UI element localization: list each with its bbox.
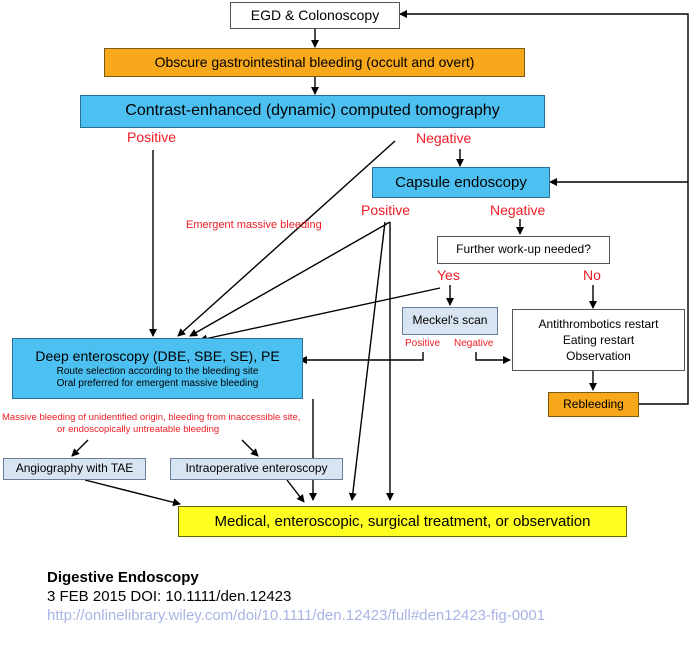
ct-box: Contrast-enhanced (dynamic) computed tom…: [80, 95, 545, 128]
flowchart: EGD & Colonoscopy Obscure gastrointestin…: [2, 2, 689, 537]
egd-colonoscopy-text: EGD & Colonoscopy: [250, 7, 380, 24]
meckel-positive-label: Positive: [405, 338, 441, 349]
meckel-scan-box: Meckel's scan: [402, 307, 498, 335]
intraoperative-text: Intraoperative enteroscopy: [185, 461, 328, 476]
connector-arrows: [71, 10, 689, 507]
egd-colonoscopy-box: EGD & Colonoscopy: [230, 2, 400, 29]
arrow-emergent-to-deep: [177, 140, 396, 337]
capsule-endoscopy-text: Capsule endoscopy: [395, 173, 527, 191]
citation-link[interactable]: http://onlinelibrary.wiley.com/doi/10.11…: [47, 607, 546, 624]
capsule-positive-label: Positive: [361, 202, 411, 218]
treatment-text: Medical, enteroscopic, surgical treatmen…: [214, 512, 591, 530]
arrow-angiography-to-treatment: [84, 479, 181, 507]
emergent-massive-label: Emergent massive bleeding: [186, 219, 322, 231]
meckel-scan-text: Meckel's scan: [412, 313, 488, 328]
deep-enteroscopy-oral: Oral preferred for emergent massive blee…: [56, 377, 259, 389]
rebleeding-box: Rebleeding: [548, 392, 639, 417]
arrow-intraop-to-treatment: [286, 479, 305, 503]
arrow-capsule-positive-to-treatment-1: [348, 221, 386, 501]
meckel-negative-label: Negative: [454, 338, 494, 349]
citation: Digestive Endoscopy 3 FEB 2015 DOI: 10.1…: [47, 568, 545, 625]
antithrombotics-box: Antithrombotics restart Eating restart O…: [512, 309, 685, 371]
deep-enteroscopy-route: Route selection according to the bleedin…: [56, 366, 259, 378]
arrow-deep-to-angiography: [71, 439, 89, 457]
rebleeding-text: Rebleeding: [563, 396, 624, 411]
capsule-negative-label: Negative: [490, 202, 546, 218]
workup-box: Further work-up needed?: [437, 236, 610, 264]
arrow-capsule-positive-to-deep: [189, 221, 391, 337]
intraoperative-box: Intraoperative enteroscopy: [170, 458, 343, 480]
workup-text: Further work-up needed?: [456, 242, 591, 257]
deep-enteroscopy-box: Deep enteroscopy (DBE, SBE, SE), PE Rout…: [12, 338, 303, 399]
massive-bleeding-label-2: or endoscopically untreatable bleeding: [57, 424, 220, 435]
angiography-text: Angiography with TAE: [15, 461, 134, 476]
massive-bleeding-label-1: Massive bleeding of unidentified origin,…: [2, 412, 301, 423]
arrow-rebleeding-loop-to-egd: [399, 10, 689, 405]
yes-label: Yes: [437, 267, 460, 283]
eating-restart-text: Eating restart: [562, 333, 635, 347]
arrow-deep-to-intraop: [241, 439, 259, 457]
arrow-yes-to-deep: [199, 287, 441, 343]
ct-positive-label: Positive: [127, 129, 177, 145]
ct-negative-label: Negative: [416, 130, 472, 146]
obscure-bleeding-text: Obscure gastrointestinal bleeding (occul…: [154, 54, 475, 71]
ct-text: Contrast-enhanced (dynamic) computed tom…: [125, 102, 500, 120]
journal-title: Digestive Endoscopy: [47, 569, 199, 586]
obscure-bleeding-box: Obscure gastrointestinal bleeding (occul…: [104, 48, 525, 77]
arrow-meckel-positive-to-deep: [299, 352, 424, 364]
angiography-box: Angiography with TAE: [3, 458, 146, 480]
treatment-box: Medical, enteroscopic, surgical treatmen…: [178, 506, 627, 537]
antithrombotics-text: Antithrombotics restart: [538, 317, 659, 331]
observation-text: Observation: [566, 349, 631, 363]
date-doi: 3 FEB 2015 DOI: 10.1111/den.12423: [47, 588, 292, 605]
capsule-endoscopy-box: Capsule endoscopy: [372, 167, 550, 198]
arrow-meckel-negative-to-antithrombotics: [475, 352, 511, 364]
deep-enteroscopy-title: Deep enteroscopy (DBE, SBE, SE), PE: [35, 347, 280, 364]
no-label: No: [583, 267, 601, 283]
